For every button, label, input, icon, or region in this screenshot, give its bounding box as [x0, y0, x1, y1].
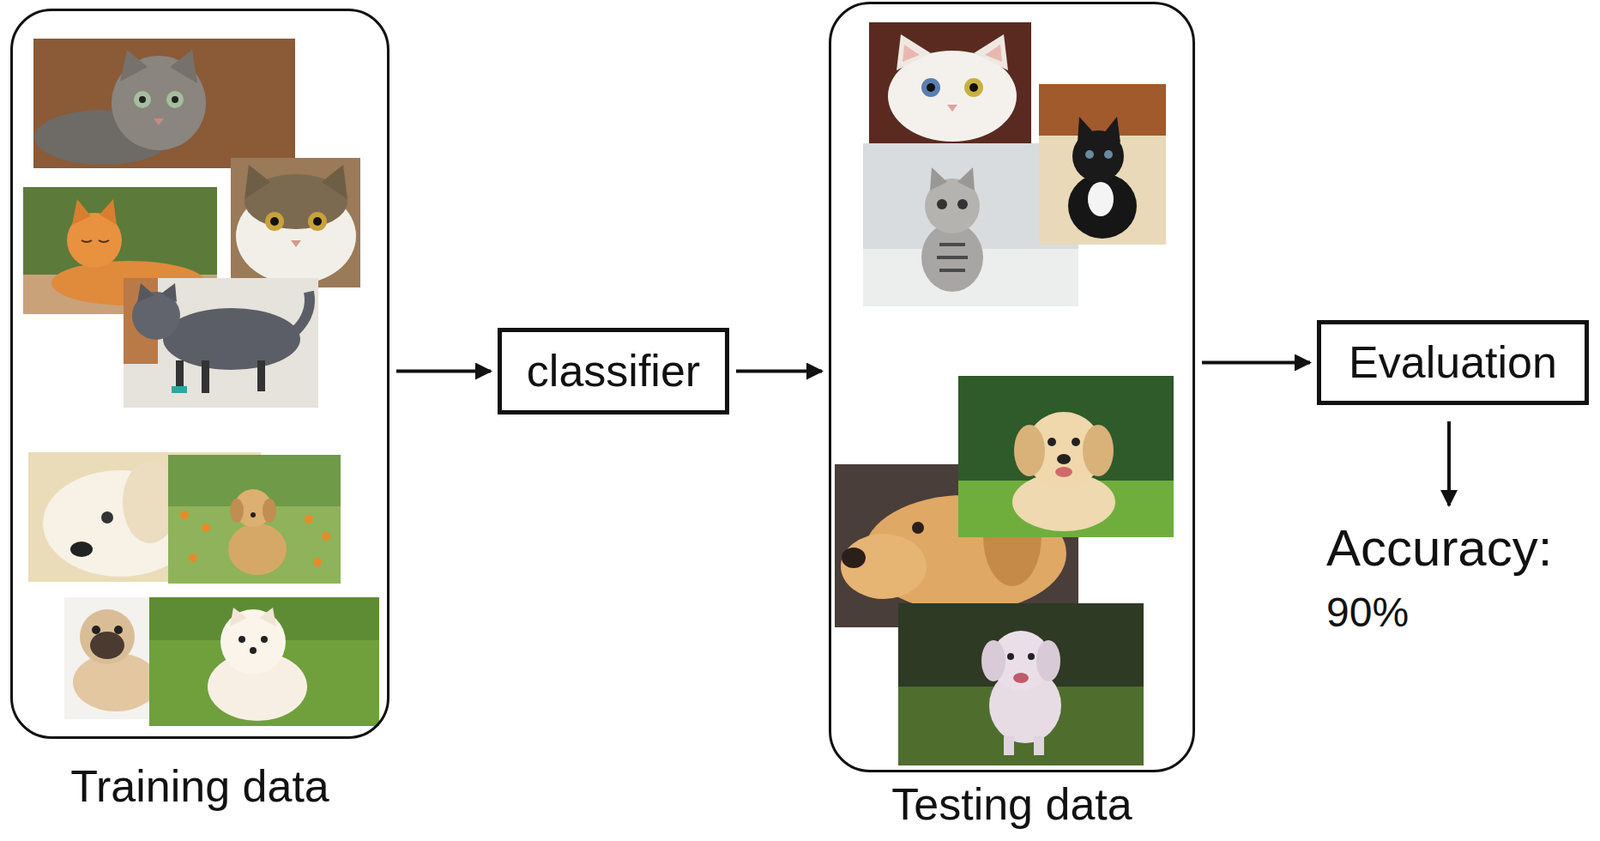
cat-photo [869, 22, 1032, 144]
box-label: Evaluation [1348, 338, 1558, 387]
process-box: Evaluation [1316, 320, 1589, 405]
result-arrow [1447, 421, 1451, 506]
data-container: Training data [10, 8, 390, 739]
dog-photo [958, 375, 1174, 538]
data-container: Testing data [828, 1, 1196, 773]
dog-photo [64, 597, 164, 719]
flow-arrow [396, 369, 491, 374]
flow-arrow [1201, 361, 1311, 365]
metric-label: Accuracy: [1326, 519, 1552, 577]
dog-photo [168, 454, 341, 584]
metric-value: 90% [1326, 590, 1409, 636]
cat-photo [1038, 84, 1166, 245]
flow-arrow [736, 369, 822, 374]
cat-photo [123, 277, 319, 408]
cat-photo [33, 38, 296, 169]
container-caption: Testing data [891, 779, 1132, 829]
process-box: classifier [497, 327, 730, 415]
box-label: classifier [526, 346, 701, 396]
cat-photo [230, 157, 361, 288]
dog-photo [149, 597, 380, 726]
dog-photo [898, 603, 1144, 766]
container-caption: Training data [70, 761, 330, 811]
